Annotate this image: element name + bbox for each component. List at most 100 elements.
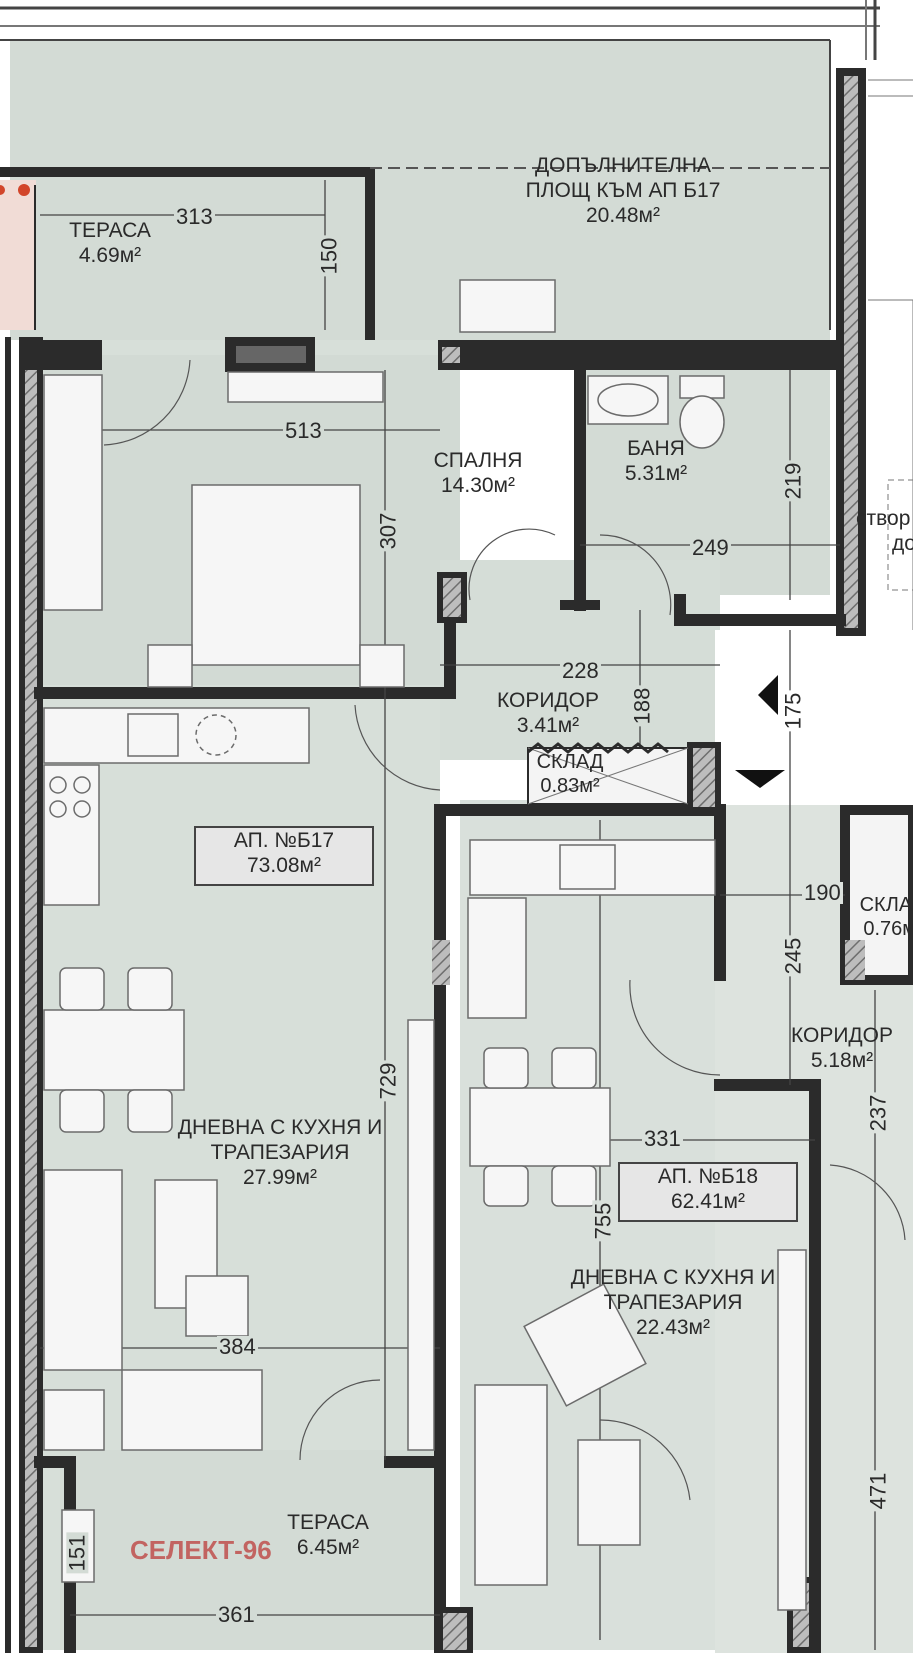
room-name: ТРАПЕЗАРИЯ <box>603 1291 743 1314</box>
terrace-top-walls <box>0 167 375 340</box>
bed <box>191 484 361 666</box>
cabinet-b17 <box>43 1389 105 1451</box>
fridge-b18 <box>467 897 527 1019</box>
cut-off-text: створ до <box>856 506 913 556</box>
dimension-175: 175 <box>780 690 806 732</box>
storage-b18-label: СКЛАД 0.76м² <box>860 893 913 941</box>
sink-b17 <box>127 713 179 757</box>
apartment-area: 73.08м² <box>247 854 321 877</box>
cut-off-line: до <box>892 532 913 555</box>
tv-unit-b18 <box>777 1249 807 1611</box>
walls <box>5 337 913 1653</box>
nightstand-right <box>359 644 405 688</box>
wardrobe <box>43 374 103 611</box>
dimension-188: 188 <box>629 685 655 727</box>
doors <box>103 359 906 1501</box>
dining-table-b17 <box>43 1009 185 1091</box>
room-area: 5.18м² <box>810 1049 874 1072</box>
bathroom-label: БАНЯ 5.31м² <box>625 436 687 486</box>
room-name: ТРАПЕЗАРИЯ <box>210 1141 350 1164</box>
dimension-219: 219 <box>780 460 806 502</box>
desk <box>227 371 384 403</box>
toilet-tank <box>679 375 725 399</box>
room-area: 5.31м² <box>624 462 688 485</box>
room-name: СКЛАД <box>859 894 913 916</box>
apartment-label: АП. №Б17 <box>233 829 335 852</box>
chair <box>483 1165 529 1207</box>
dimension-384: 384 <box>217 1334 258 1359</box>
apartment-area: 62.41м² <box>671 1190 745 1213</box>
stair-arrows <box>735 675 785 788</box>
armchair-b17 <box>121 1369 263 1451</box>
chair <box>127 967 173 1011</box>
storage-b17-label: СКЛАД 0.83м² <box>537 750 604 798</box>
dimension-361: 361 <box>216 1602 257 1627</box>
cut-off-line: створ <box>856 507 911 530</box>
room-name: КОРИДОР <box>497 689 599 712</box>
sink-b18 <box>559 844 616 890</box>
arrow-down-icon <box>735 770 785 788</box>
dimension-729: 729 <box>375 1060 401 1102</box>
dimension-249: 249 <box>690 535 731 560</box>
living-b17-label: ДНЕВНА С КУХНЯ И ТРАПЕЗАРИЯ 27.99м² <box>178 1115 382 1190</box>
cooktop-ring-icon <box>73 776 91 794</box>
hob-b17 <box>195 714 237 756</box>
terrace-top-label: ТЕРАСА 4.69м² <box>69 218 151 268</box>
dimension-471: 471 <box>865 1470 891 1512</box>
dimension-237: 237 <box>865 1092 891 1134</box>
dimension-331: 331 <box>642 1126 683 1151</box>
storage-b17-box <box>527 742 689 805</box>
top-edge <box>0 0 880 330</box>
dimension-151: 151 <box>64 1532 90 1574</box>
room-name: ДНЕВНА С КУХНЯ И <box>570 1266 776 1289</box>
room-name: ТЕРАСА <box>69 219 151 242</box>
room-name: БАНЯ <box>627 437 685 460</box>
dimension-150: 150 <box>316 235 342 277</box>
dimension-313: 313 <box>174 204 215 229</box>
room-name: СКЛАД <box>536 751 604 773</box>
room-area: 4.69м² <box>78 244 142 267</box>
extra-area-unit <box>459 279 556 333</box>
dimension-513: 513 <box>283 418 324 443</box>
dimension-228: 228 <box>560 658 601 683</box>
arrow-left-icon <box>758 675 778 715</box>
corridor-b18-label: КОРИДОР 5.18м² <box>791 1023 893 1073</box>
armchair-b18 <box>523 1283 647 1407</box>
side-table-b17 <box>185 1275 249 1337</box>
furniture <box>43 279 807 1611</box>
room-area: 6.45м² <box>296 1536 360 1559</box>
room-name: ДНЕВНА С КУХНЯ И <box>177 1116 383 1139</box>
toilet-bowl <box>679 395 725 449</box>
chair <box>59 1089 105 1133</box>
coffee-table-b18 <box>577 1439 641 1546</box>
room-area: 20.48м² <box>586 204 660 227</box>
watermark: СЕЛЕКТ-96 <box>130 1535 272 1565</box>
apartment-b17-box: АП. №Б17 73.08м² <box>194 826 374 886</box>
dimension-755: 755 <box>590 1200 616 1242</box>
room-name: КОРИДОР <box>791 1024 893 1047</box>
nightstand-left <box>147 644 193 688</box>
cooktop-ring-icon <box>49 800 67 818</box>
chair <box>551 1165 597 1207</box>
chair <box>551 1047 597 1089</box>
room-area: 22.43м² <box>636 1316 710 1339</box>
apartment-b18-box: АП. №Б18 62.41м² <box>618 1162 798 1222</box>
terrace-bottom-label: ТЕРАСА 6.45м² <box>287 1510 369 1560</box>
dimension-190: 190 <box>802 880 843 905</box>
room-area: 0.76м² <box>863 918 913 940</box>
room-name: СПАЛНЯ <box>433 449 523 472</box>
room-area: 14.30м² <box>441 474 515 497</box>
stair-gap <box>715 630 913 805</box>
sofa-b18 <box>474 1384 548 1586</box>
sofa-b17 <box>43 1169 123 1371</box>
bedroom-label: СПАЛНЯ 14.30м² <box>434 448 523 498</box>
dimension-245: 245 <box>780 935 806 977</box>
living-b18-label: ДНЕВНА С КУХНЯ И ТРАПЕЗАРИЯ 22.43м² <box>571 1265 775 1340</box>
chair <box>127 1089 173 1133</box>
dimension-307: 307 <box>375 510 401 552</box>
chair <box>59 967 105 1011</box>
room-name: ДОПЪЛНИТЕЛНА <box>534 154 712 177</box>
room-area: 27.99м² <box>243 1166 317 1189</box>
room-name: ПЛОЩ КЪМ АП Б17 <box>525 179 721 202</box>
cooktop-ring-icon <box>49 776 67 794</box>
